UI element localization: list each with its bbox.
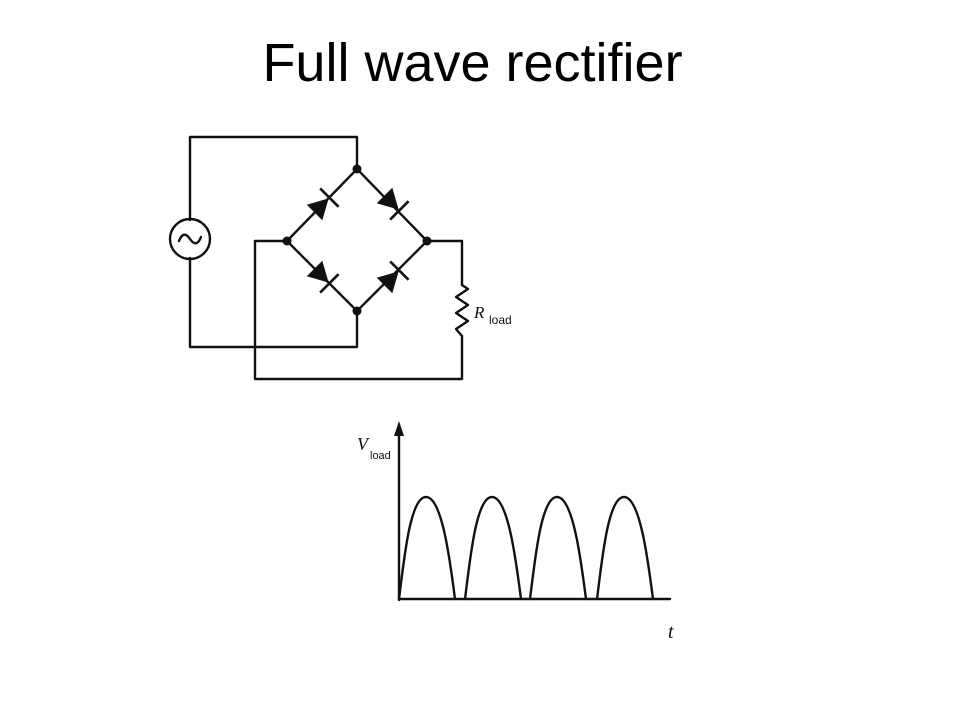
x-axis-label: t bbox=[668, 621, 674, 643]
wire-source-top bbox=[188, 135, 359, 222]
y-axis-label-subscript: load bbox=[370, 450, 391, 462]
slide-title: Full wave rectifier bbox=[262, 33, 683, 93]
wire-right-node-load bbox=[425, 239, 464, 287]
resistor-subscript: load bbox=[489, 313, 512, 327]
y-axis-arrow bbox=[394, 421, 404, 436]
junction-right bbox=[422, 236, 432, 246]
waveform-hump-1 bbox=[397, 495, 457, 601]
diode-top-left bbox=[306, 187, 340, 221]
diode-bottom-left bbox=[306, 260, 340, 294]
bridge-rectifier-circuit: R load bbox=[168, 135, 512, 381]
output-waveform-graph: V load t bbox=[357, 421, 674, 643]
wire-left-node-return bbox=[253, 239, 464, 381]
load-resistor-icon bbox=[454, 283, 470, 338]
y-axis-label: V bbox=[357, 434, 370, 454]
waveform-hump-2 bbox=[463, 495, 523, 601]
waveform-hump-4 bbox=[595, 495, 655, 601]
wire-source-bottom bbox=[188, 256, 359, 349]
diode-top-right bbox=[376, 187, 410, 221]
resistor-label: R bbox=[473, 303, 485, 322]
diode-bottom-right bbox=[376, 260, 410, 294]
junction-left bbox=[282, 236, 292, 246]
junction-bottom bbox=[352, 306, 362, 316]
ac-source-icon bbox=[168, 217, 212, 261]
waveform-hump-3 bbox=[528, 495, 588, 601]
junction-top bbox=[352, 164, 362, 174]
